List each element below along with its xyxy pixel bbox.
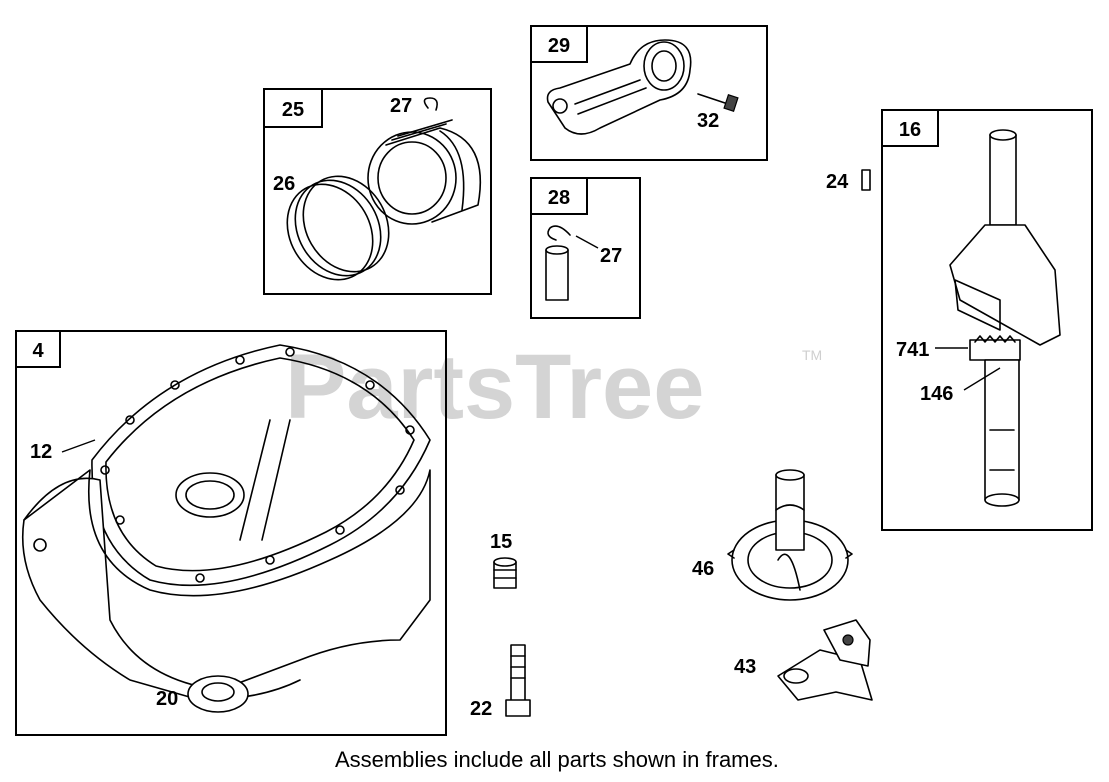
frame-connecting-rod[interactable]: 29 32 — [530, 25, 768, 161]
pin-clip-icon — [547, 225, 571, 241]
plug-part[interactable]: 15 — [490, 531, 517, 589]
callout-key[interactable]: 24 — [826, 171, 849, 193]
callout-seal[interactable]: 20 — [156, 688, 178, 710]
governor-icon — [777, 619, 873, 701]
camshaft-icon — [727, 469, 853, 601]
callout-plug[interactable]: 15 — [490, 531, 512, 553]
piston-illustration — [367, 119, 482, 225]
frame-piston-pin[interactable]: 28 27 — [530, 177, 641, 319]
piston-rings-illustration — [286, 175, 390, 281]
bolt-icon — [505, 644, 531, 717]
frame-piston-label: 25 — [282, 99, 304, 121]
watermark-trademark: TM — [802, 347, 822, 363]
oil-seal-icon — [187, 675, 249, 713]
callout-ring-clip-top[interactable]: 27 — [390, 95, 412, 117]
plug-icon — [493, 557, 517, 589]
callout-bolt[interactable]: 22 — [470, 698, 492, 720]
callout-camshaft[interactable]: 46 — [692, 558, 714, 580]
callout-crank-timing[interactable]: 741 — [896, 339, 929, 361]
bolt-part[interactable]: 22 — [470, 644, 531, 720]
callout-ring-set[interactable]: 26 — [273, 173, 295, 195]
key-icon — [861, 169, 871, 191]
crankshaft-illustration — [949, 129, 1061, 507]
frame-sump[interactable]: 4 12 20 — [15, 330, 447, 736]
ring-clip-icon — [423, 97, 438, 111]
frame-piston-pin-label: 28 — [548, 187, 570, 209]
connecting-rod-illustration — [546, 39, 692, 135]
frame-connecting-rod-label: 29 — [548, 35, 570, 57]
callout-gasket[interactable]: 12 — [30, 441, 52, 463]
camshaft-part[interactable]: 46 — [692, 469, 853, 601]
footer-note: Assemblies include all parts shown in fr… — [335, 747, 779, 772]
frame-piston[interactable]: 25 27 26 — [263, 88, 492, 295]
callout-rod-bolt[interactable]: 32 — [697, 110, 719, 132]
callout-crank-gear[interactable]: 146 — [920, 383, 953, 405]
callout-governor[interactable]: 43 — [734, 656, 756, 678]
frame-crankshaft-label: 16 — [899, 119, 921, 141]
callout-pin-clip[interactable]: 27 — [600, 245, 622, 267]
piston-pin-icon — [545, 245, 569, 301]
frame-sump-label: 4 — [32, 340, 44, 362]
watermark-text: PartsTree — [285, 336, 704, 438]
governor-part[interactable]: 43 — [734, 619, 873, 701]
sump-illustration — [21, 344, 431, 701]
frame-crankshaft[interactable]: 16 741 146 — [881, 109, 1093, 531]
rod-bolt-icon — [697, 93, 739, 112]
